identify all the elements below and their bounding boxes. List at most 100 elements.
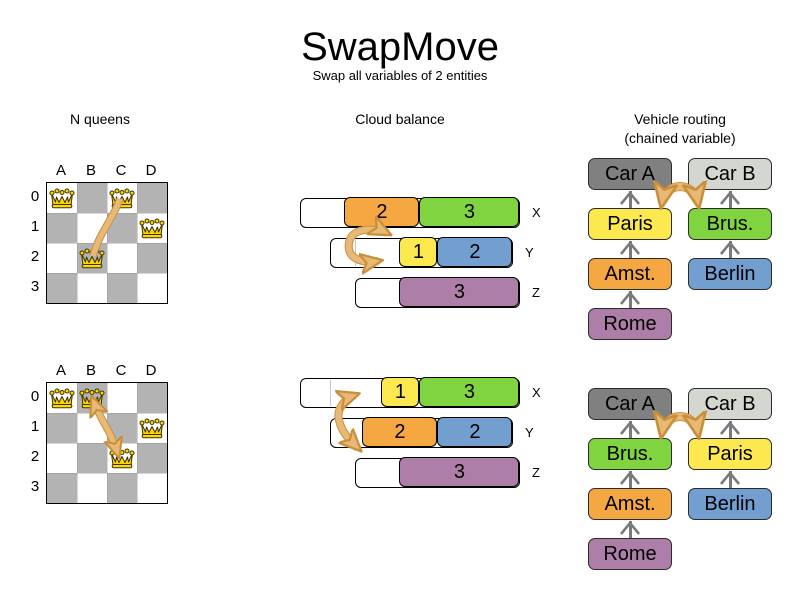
board-cell[interactable] (137, 213, 167, 243)
chain-link-line (728, 191, 732, 208)
chain-link-line (728, 421, 732, 438)
vrp-after-cara-node[interactable]: Car A (588, 388, 672, 420)
board-cell[interactable] (47, 273, 77, 303)
board-row-label-1: 1 (30, 418, 40, 435)
board-cell[interactable] (77, 273, 107, 303)
board-cell[interactable] (137, 273, 167, 303)
board-cell[interactable] (77, 443, 107, 473)
board-column-label-b: B (85, 362, 96, 379)
board-cell[interactable] (107, 213, 137, 243)
board-cell[interactable] (77, 413, 107, 443)
board-cell[interactable] (47, 243, 77, 273)
board-cell[interactable] (47, 473, 77, 503)
board-cell[interactable] (47, 183, 77, 213)
board-cell[interactable] (107, 383, 137, 413)
board-row-label-3: 3 (30, 478, 40, 495)
board-row-label-0: 0 (30, 188, 40, 205)
cloud-process-segment[interactable]: 2 (437, 237, 513, 268)
board-gridline (47, 473, 167, 474)
cloud-computer-label-y: Y (525, 425, 534, 440)
section-heading-nqueens: N queens (70, 111, 130, 127)
chain-link-line (628, 521, 632, 538)
cloud-computer-label-z: Z (532, 285, 540, 300)
vrp-after-carb-node[interactable]: Car B (688, 388, 772, 420)
vrp-before-cara-node[interactable]: Rome (588, 308, 672, 340)
board-gridline (47, 273, 167, 274)
board-column-label-b: B (85, 162, 96, 179)
board-cell[interactable] (47, 413, 77, 443)
vrp-before-cara-node[interactable]: Amst. (588, 258, 672, 290)
chessboard-after[interactable] (46, 382, 168, 504)
board-cell[interactable] (107, 243, 137, 273)
board-column-label-a: A (55, 162, 66, 179)
board-cell[interactable] (107, 273, 137, 303)
vehicle-heading-line2: (chained variable) (624, 130, 736, 146)
vehicle-heading-line1: Vehicle routing (634, 111, 726, 127)
board-column-label-c: C (115, 362, 127, 379)
board-cell[interactable] (107, 443, 137, 473)
chessboard-before[interactable] (46, 182, 168, 304)
board-row-label-3: 3 (30, 278, 40, 295)
board-cell[interactable] (137, 413, 167, 443)
cloud-process-segment[interactable]: 3 (419, 197, 520, 228)
chain-link-line (628, 471, 632, 488)
cloud-bar-divider (330, 380, 331, 406)
board-cell[interactable] (77, 183, 107, 213)
cloud-process-segment[interactable]: 2 (344, 197, 420, 228)
board-gridline (47, 243, 167, 244)
vrp-before-carb-node[interactable]: Berlin (688, 258, 772, 290)
chain-link-line (728, 471, 732, 488)
vrp-before-carb-node[interactable]: Car B (688, 158, 772, 190)
cloud-process-segment[interactable]: 3 (399, 277, 520, 308)
board-gridline (77, 383, 78, 503)
vrp-after-cara-node[interactable]: Amst. (588, 488, 672, 520)
cloud-process-segment[interactable]: 2 (362, 417, 438, 448)
cloud-computer-label-x: X (532, 385, 541, 400)
vrp-after-carb-node[interactable]: Paris (688, 438, 772, 470)
cloud-bar-z-before[interactable]: 3 (355, 277, 520, 308)
cloud-process-segment[interactable]: 1 (381, 377, 420, 408)
cloud-computer-label-x: X (532, 205, 541, 220)
vrp-after-cara-node[interactable]: Rome (588, 538, 672, 570)
board-cell[interactable] (137, 473, 167, 503)
board-column-label-d: D (145, 362, 157, 379)
board-row-label-2: 2 (30, 248, 40, 265)
board-gridline (77, 183, 78, 303)
board-cell[interactable] (107, 183, 137, 213)
cloud-process-segment[interactable]: 3 (399, 457, 520, 488)
cloud-computer-label-z: Z (532, 465, 540, 480)
board-cell[interactable] (137, 243, 167, 273)
board-cell[interactable] (107, 473, 137, 503)
chain-link-line (728, 241, 732, 258)
board-cell[interactable] (77, 473, 107, 503)
section-heading-vehicle-routing: Vehicle routing (chained variable) (580, 110, 780, 148)
chain-link-line (628, 291, 632, 308)
board-cell[interactable] (47, 383, 77, 413)
board-cell[interactable] (137, 443, 167, 473)
board-cell[interactable] (77, 213, 107, 243)
vrp-after-carb-node[interactable]: Berlin (688, 488, 772, 520)
cloud-process-segment[interactable]: 2 (437, 417, 513, 448)
vrp-after-cara-node[interactable]: Brus. (588, 438, 672, 470)
cloud-bar-z-after[interactable]: 3 (355, 457, 520, 488)
cloud-process-segment[interactable]: 3 (419, 377, 520, 408)
board-cell[interactable] (77, 243, 107, 273)
board-cell[interactable] (137, 383, 167, 413)
chain-link-line (628, 241, 632, 258)
board-cell[interactable] (47, 443, 77, 473)
board-cell[interactable] (77, 383, 107, 413)
section-heading-cloud-balance: Cloud balance (355, 111, 445, 127)
board-cell[interactable] (47, 213, 77, 243)
page-title: SwapMove (301, 25, 499, 69)
vrp-before-cara-node[interactable]: Car A (588, 158, 672, 190)
board-cell[interactable] (107, 413, 137, 443)
vrp-before-carb-node[interactable]: Brus. (688, 208, 772, 240)
cloud-process-segment[interactable]: 1 (399, 237, 438, 268)
board-cell[interactable] (137, 183, 167, 213)
vrp-before-cara-node[interactable]: Paris (588, 208, 672, 240)
